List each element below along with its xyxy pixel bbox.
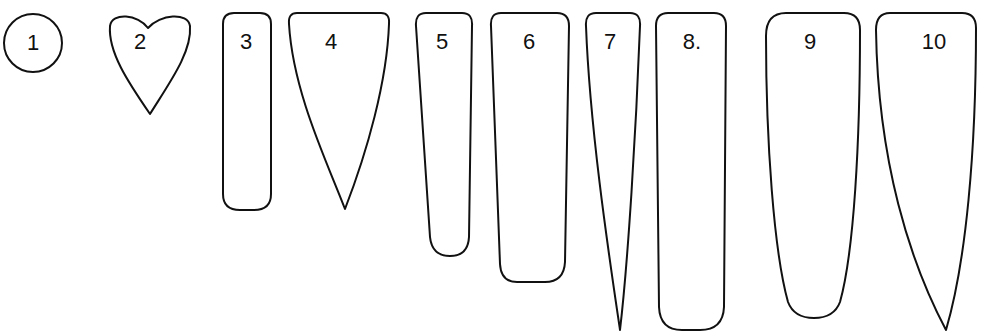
shape-number: 2 [134, 30, 146, 54]
shape-number: 9 [804, 30, 816, 54]
shape-outline-path [223, 13, 271, 210]
shape-outline-path [586, 13, 640, 330]
shape-outline-path [289, 13, 389, 209]
shape-outline [287, 12, 391, 212]
outline-shape: 8. [654, 12, 728, 332]
outline-shape: 1 [3, 13, 63, 73]
shape-outline [654, 12, 728, 332]
outline-shape: 4 [287, 12, 391, 212]
shape-number: 4 [325, 30, 337, 54]
shape-outline [108, 12, 192, 116]
shape-outline [874, 12, 978, 332]
outline-shape: 2 [108, 12, 192, 116]
shape-outline-path [110, 16, 190, 114]
circle-outline [4, 14, 62, 72]
shape-number: 6 [523, 30, 535, 54]
shape-number: 1 [27, 31, 39, 55]
outline-shape: 6 [489, 12, 571, 284]
shape-outline-path [416, 13, 472, 256]
shape-outline-path [491, 13, 569, 282]
shape-outline-path [766, 13, 860, 318]
shape-number: 3 [240, 30, 252, 54]
outline-shape: 10 [874, 12, 978, 332]
outline-shape: 5 [414, 12, 474, 258]
shape-number: 8. [683, 30, 701, 54]
shape-outline [764, 12, 862, 320]
shape-number: 5 [436, 30, 448, 54]
shape-outline-path [656, 13, 726, 330]
shape-outline-path [876, 13, 976, 330]
shape-number: 7 [604, 30, 616, 54]
shape-number: 10 [922, 30, 946, 54]
outline-shape: 9 [764, 12, 862, 320]
shape-outline [584, 12, 642, 332]
outline-shape: 7 [584, 12, 642, 332]
outline-shape: 3 [222, 12, 272, 212]
